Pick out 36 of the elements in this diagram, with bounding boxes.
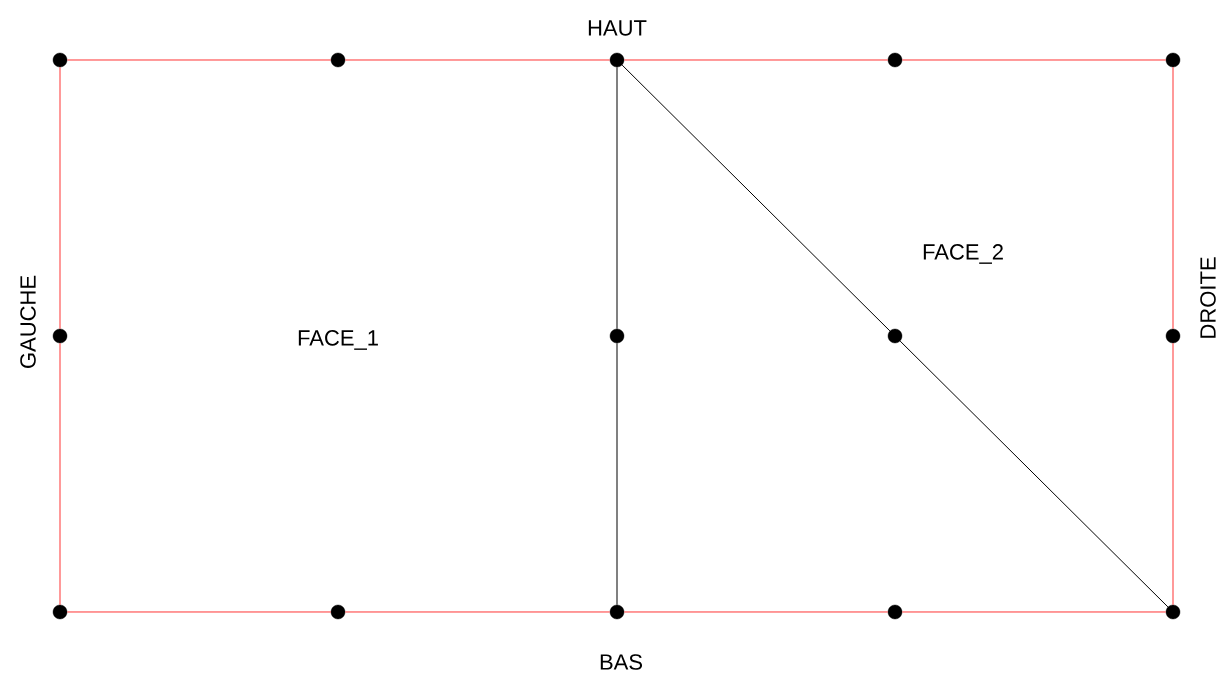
dot [52, 604, 68, 620]
dot [609, 52, 625, 68]
line [59, 66, 61, 330]
dot [330, 52, 346, 68]
line [344, 59, 611, 61]
line [616, 342, 618, 606]
line [1172, 342, 1174, 606]
text-label: FACE_1 [298, 330, 378, 350]
dot [1165, 328, 1181, 344]
dot [609, 604, 625, 620]
dot [887, 604, 903, 620]
line [623, 611, 889, 613]
text-label: FACE_2 [923, 244, 1003, 264]
line [621, 64, 891, 332]
text-label: BAS [600, 654, 642, 670]
dot [1165, 604, 1181, 620]
text-label: HAUT [588, 20, 647, 36]
line [899, 340, 1169, 608]
dot [887, 52, 903, 68]
line [623, 59, 889, 61]
dot [609, 328, 625, 344]
line [344, 611, 611, 613]
dot [330, 604, 346, 620]
dot [1165, 52, 1181, 68]
text-label: GAUCHE [20, 275, 36, 368]
dot [52, 52, 68, 68]
line [59, 342, 61, 606]
line [901, 611, 1167, 613]
line [616, 66, 618, 330]
dot [887, 328, 903, 344]
line [901, 59, 1167, 61]
dot [52, 328, 68, 344]
text-label: DROITE [1200, 257, 1216, 338]
line [1172, 66, 1174, 330]
line [66, 611, 332, 613]
line [66, 59, 332, 61]
